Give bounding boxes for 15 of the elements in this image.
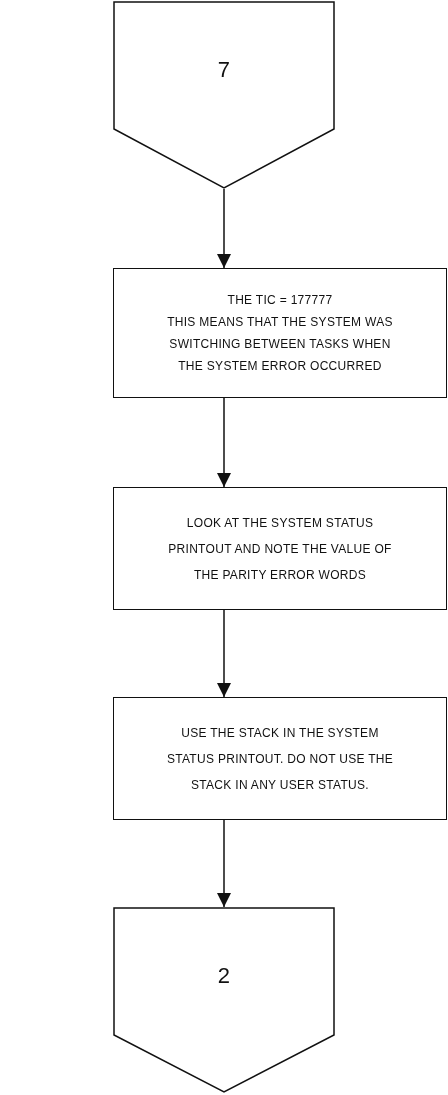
off-page-connector (113, 1, 335, 189)
process-box (113, 697, 447, 820)
arrow (217, 188, 231, 269)
box-text: LOOK AT THE SYSTEM STATUS PRINTOUT AND NOTE THE VALUE OF THE PARITY ERROR WORDS (167, 514, 393, 584)
arrow (217, 609, 231, 698)
process-box (113, 487, 447, 610)
process-box (113, 268, 447, 398)
box-text: 7 (216, 57, 232, 83)
arrow (217, 819, 231, 908)
box-text: THE TIC = 177777 (226, 292, 334, 309)
arrow (217, 397, 231, 488)
off-page-connector (113, 907, 335, 1093)
box-text: THIS MEANS THAT THE SYSTEM WAS SWITCHING BETWEEN TASKS WHEN THE SYSTEM ERROR OCCURRED (166, 314, 394, 375)
box-text: 2 (216, 963, 232, 989)
box-text: USE THE STACK IN THE SYSTEM STATUS PRINTOUT. DO NOT USE THE STACK IN ANY USER STATUS. (165, 724, 395, 794)
